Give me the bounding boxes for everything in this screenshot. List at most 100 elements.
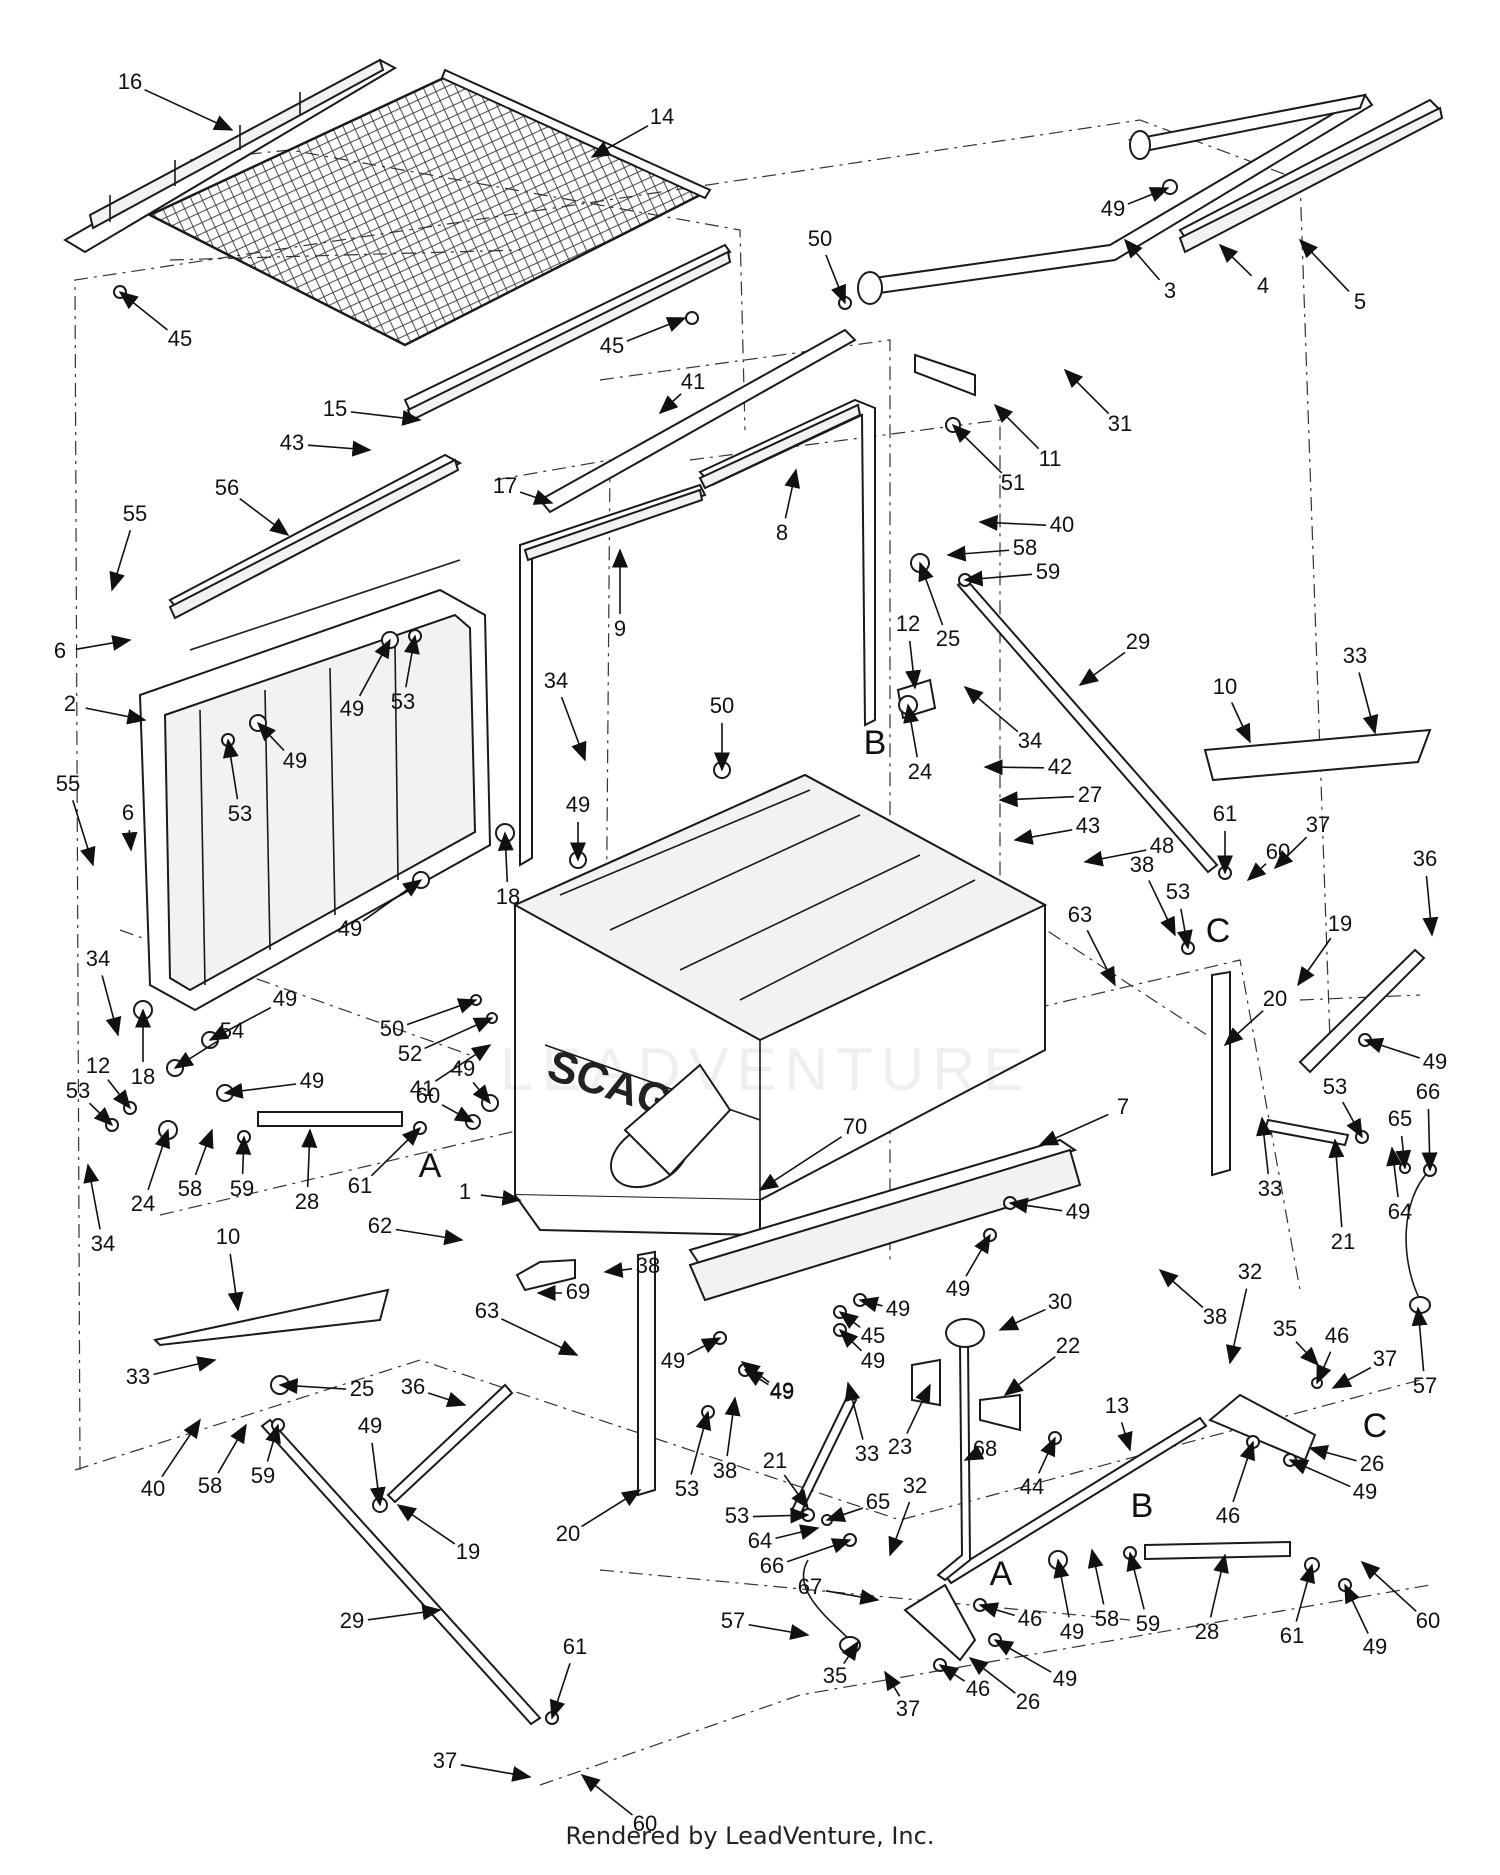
leader-line	[1328, 1138, 1345, 1228]
callout-number: 19	[1328, 911, 1352, 936]
callout-number: 55	[123, 501, 147, 526]
leader-line	[75, 635, 132, 651]
callout-number: 63	[475, 1298, 499, 1323]
leader-line	[998, 791, 1075, 808]
callout-number: 35	[1273, 1316, 1297, 1341]
leader-line	[946, 545, 1010, 562]
leader-line	[1038, 1113, 1109, 1146]
callout-number: 40	[141, 1476, 165, 1501]
rail-10-left	[152, 1288, 390, 1347]
leader-line	[784, 468, 801, 519]
bracket-69	[515, 1258, 576, 1292]
callout-number: 64	[748, 1528, 772, 1553]
callout-number: 37	[1306, 812, 1330, 837]
callout-number: 49	[338, 916, 362, 941]
callout-number: 34	[91, 1231, 115, 1256]
leader-line	[998, 1308, 1046, 1331]
leader-line	[362, 879, 423, 922]
callout-number: 5	[1354, 289, 1366, 314]
callout-number: 53	[1166, 879, 1190, 904]
leader-line	[1223, 1010, 1264, 1047]
leader-line	[265, 1423, 281, 1462]
callout-number: 8	[776, 520, 788, 545]
leader-line	[358, 638, 391, 697]
callout-number: 49	[358, 1413, 382, 1438]
leader-line	[1386, 1146, 1403, 1198]
leader-line	[1127, 187, 1170, 205]
link-21-left	[790, 1393, 858, 1517]
leader-line	[1063, 368, 1110, 415]
leader-line	[101, 975, 122, 1037]
leader-line	[427, 1391, 467, 1408]
callout-number: 45	[861, 1323, 885, 1348]
callout-number: 53	[228, 801, 252, 826]
callout-number: 4	[1257, 273, 1269, 298]
connection-letter-a: A	[990, 1555, 1013, 1593]
leader-line	[278, 1378, 347, 1395]
callout-number: 51	[1001, 470, 1025, 495]
callout-number: 22	[1056, 1333, 1080, 1358]
callout-number: 6	[54, 638, 66, 663]
callout-number: 7	[1117, 1094, 1129, 1119]
callout-number: 49	[1053, 1666, 1077, 1691]
leader-line	[963, 685, 1019, 733]
callout-number: 49	[1066, 1199, 1090, 1224]
leader-line	[1344, 1583, 1369, 1634]
callout-number: 16	[118, 69, 142, 94]
callout-number: 58	[1013, 535, 1037, 560]
callout-number: 49	[566, 792, 590, 817]
leader-line	[590, 125, 649, 158]
rail-10-right	[1203, 728, 1432, 782]
callout-number: 12	[896, 611, 920, 636]
callout-number: 41	[410, 1076, 434, 1101]
callout-number: 59	[1136, 1611, 1160, 1636]
callout-number: 28	[1195, 1619, 1219, 1644]
leader-line	[406, 998, 478, 1026]
callout-number: 60	[1416, 1608, 1440, 1633]
mesh-screen-14	[147, 68, 712, 347]
leader-line	[1087, 1548, 1105, 1605]
leader-line	[838, 1328, 863, 1352]
callout-number: 49	[273, 986, 297, 1011]
callout-number: 53	[1323, 1074, 1347, 1099]
leader-line	[1013, 829, 1073, 845]
leader-line	[903, 703, 919, 758]
callout-number: 18	[131, 1064, 155, 1089]
callout-number: 20	[1263, 986, 1287, 1011]
leader-line	[85, 707, 147, 725]
callout-number: 58	[178, 1176, 202, 1201]
callout-number: 17	[493, 473, 517, 498]
callout-number: 61	[563, 1634, 587, 1659]
leader-line	[72, 800, 96, 867]
leader-line	[978, 1602, 1015, 1618]
leader-line	[841, 1640, 859, 1665]
callout-number: 33	[126, 1364, 150, 1389]
callout-number: 56	[215, 475, 239, 500]
leader-line	[1246, 862, 1267, 882]
leader-line	[963, 1444, 985, 1461]
callout-number: 10	[1213, 674, 1237, 699]
connection-letter-c: C	[1363, 1407, 1388, 1445]
callout-number: 49	[1060, 1619, 1084, 1644]
leader-line	[222, 738, 239, 800]
callout-number: 50	[380, 1016, 404, 1041]
leader-line	[404, 634, 420, 688]
callout-number: 57	[1413, 1373, 1437, 1398]
leader-line	[370, 1126, 422, 1177]
leader-line	[235, 1135, 252, 1175]
deflector-blade-4	[1178, 98, 1444, 254]
callout-number: 52	[398, 1041, 422, 1066]
leader-line	[1297, 937, 1332, 987]
leader-line	[1123, 238, 1161, 281]
callout-number: 60	[416, 1083, 440, 1108]
leader-line	[83, 1163, 101, 1230]
leader-line	[1358, 672, 1379, 735]
leader-line	[301, 1128, 318, 1188]
callout-number: 46	[966, 1676, 990, 1701]
bracket-11	[914, 353, 976, 397]
callout-number: 69	[566, 1279, 590, 1304]
callout-number: 48	[1150, 833, 1174, 858]
footer-credit: Rendered by LeadVenture, Inc.	[565, 1822, 935, 1850]
